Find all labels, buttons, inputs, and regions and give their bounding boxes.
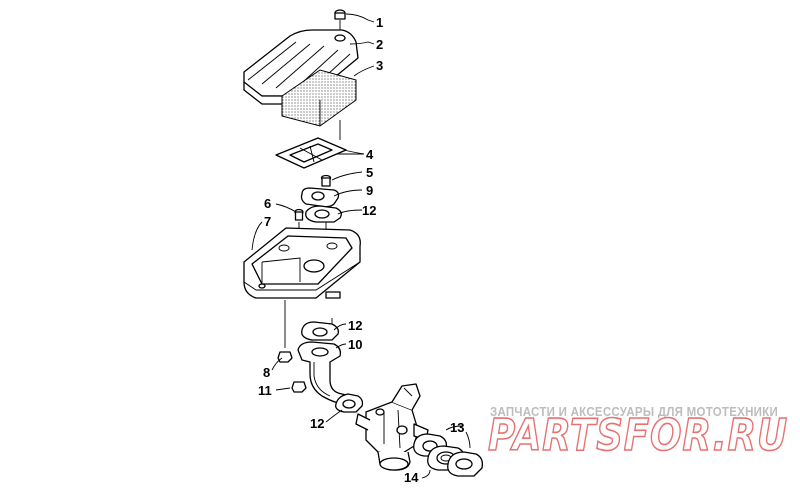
carburetor	[355, 383, 429, 471]
callouts: 1 2 3 4 5 9 12 6 7 12 10 8 11 12 13 14	[258, 15, 464, 485]
plate-9	[300, 187, 340, 208]
gasket-12-upper	[305, 205, 342, 223]
callout-12-upper: 12	[362, 203, 376, 218]
callout-8: 8	[263, 365, 270, 380]
callout-11: 11	[258, 383, 272, 398]
callout-12-middle: 12	[348, 318, 362, 333]
callout-7: 7	[264, 214, 271, 229]
screw-1	[334, 9, 346, 20]
callout-9: 9	[366, 183, 373, 198]
filter-gasket	[275, 137, 347, 169]
callout-12-lower: 12	[310, 416, 324, 431]
callout-3: 3	[376, 58, 383, 73]
watermark-subtitle: ЗАПЧАСТИ И АКСЕССУАРЫ ДЛЯ МОТОТЕХНИКИ	[490, 404, 778, 419]
callout-5: 5	[366, 165, 373, 180]
callout-2: 2	[376, 37, 383, 52]
callout-6: 6	[264, 196, 271, 211]
watermark: ЗАПЧАСТИ И АКСЕССУАРЫ ДЛЯ МОТОТЕХНИКИ PA…	[487, 404, 788, 462]
gasket-12-middle	[301, 321, 340, 341]
callout-13: 13	[450, 420, 464, 435]
callout-1: 1	[376, 15, 383, 30]
intake-elbow	[297, 341, 351, 405]
foam-element	[281, 69, 357, 127]
air-box-base	[243, 227, 361, 299]
nut-11	[291, 381, 307, 393]
callout-leaders	[251, 13, 471, 479]
bolt-5	[320, 174, 332, 187]
nut-8	[277, 351, 293, 363]
callout-10: 10	[348, 337, 362, 352]
gasket-13-b	[447, 451, 484, 477]
screw-6	[294, 208, 304, 221]
callout-14: 14	[404, 470, 419, 485]
gasket-12-lower	[335, 393, 364, 413]
watermark-brand: PARTSFOR.RU	[488, 410, 788, 461]
callout-4: 4	[366, 147, 374, 162]
